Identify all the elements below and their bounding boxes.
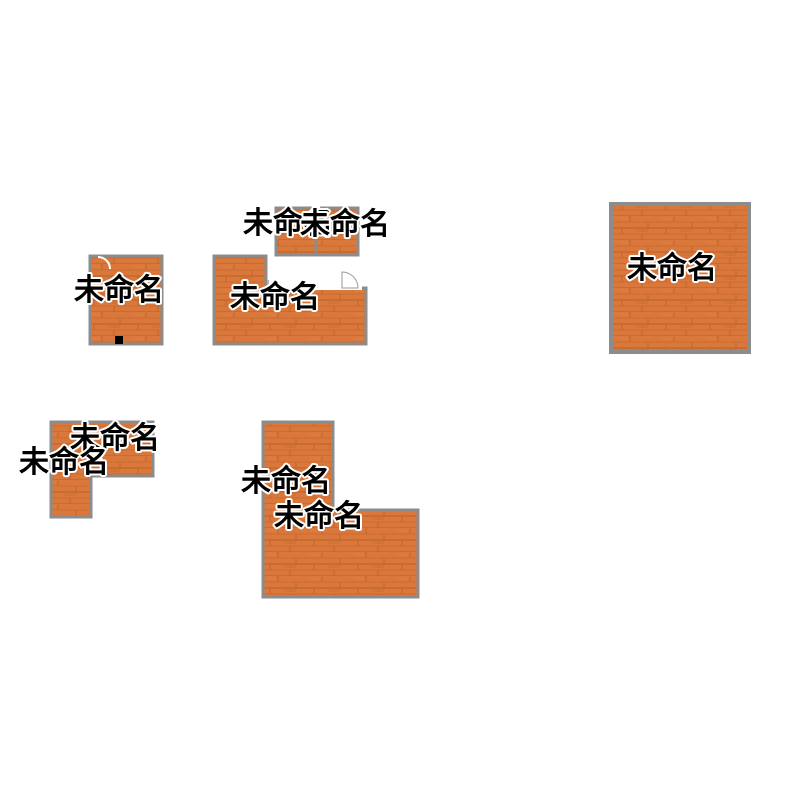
- room-f: [261, 420, 420, 599]
- room-d-floor: [609, 202, 751, 354]
- column-marker: [115, 336, 123, 344]
- room-label: 未命名: [241, 464, 331, 499]
- door-gap: [268, 282, 362, 290]
- room-f-floor: [261, 420, 420, 599]
- room-label: 未命名: [230, 280, 320, 315]
- room-label: 未命名: [243, 206, 333, 241]
- room-a: [88, 254, 164, 346]
- door-arc-icon: [341, 271, 359, 289]
- door-arc-icon: [92, 453, 104, 465]
- room-label: 未命名: [19, 445, 109, 480]
- room-label: 未命名: [274, 499, 364, 534]
- room-label: 未命名: [74, 273, 164, 308]
- room-label: 未命名: [70, 421, 160, 456]
- room-a-floor: [88, 254, 164, 346]
- room-b2-floor: [314, 206, 360, 257]
- room-c: [212, 254, 368, 346]
- room-e: [49, 420, 155, 519]
- room-d: [609, 202, 751, 354]
- door-arc-icon: [97, 256, 111, 270]
- room-c-floor: [212, 254, 368, 346]
- room-label: 未命名: [627, 251, 717, 286]
- room-b-top: [274, 206, 360, 257]
- room-label: 未命名: [300, 207, 390, 242]
